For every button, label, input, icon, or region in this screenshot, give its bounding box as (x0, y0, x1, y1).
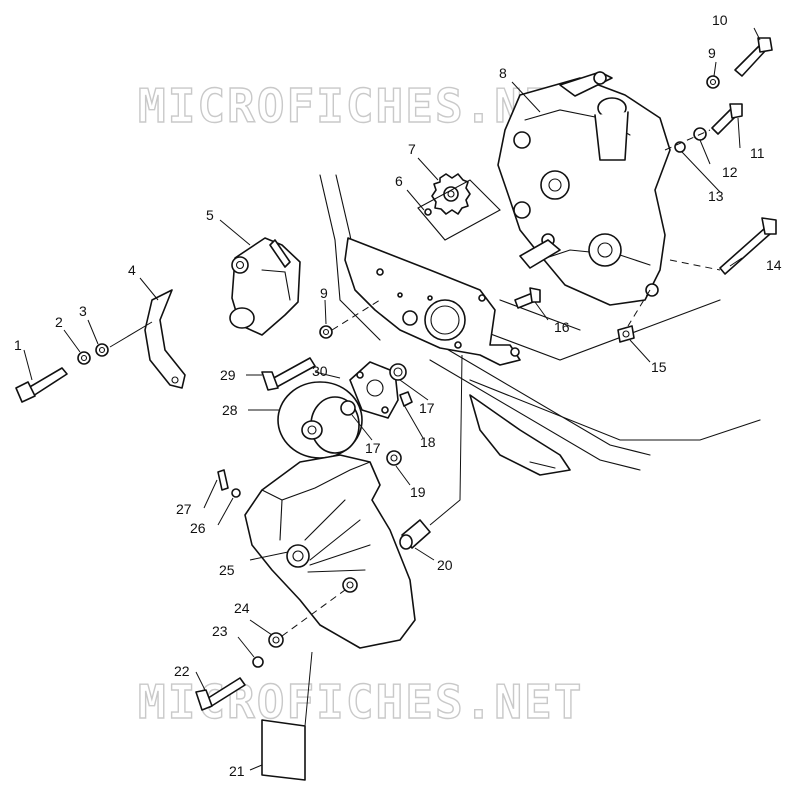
watermark-top: MICROFICHES.NET (138, 79, 583, 133)
bolt-22-assembly (195, 589, 346, 711)
callout-21: 21 (229, 763, 245, 779)
callout-18: 18 (420, 434, 436, 450)
callout-24: 24 (234, 600, 250, 616)
callout-7: 7 (408, 141, 416, 157)
callout-30: 30 (312, 363, 328, 379)
callout-22: 22 (174, 663, 190, 679)
callout-19: 19 (410, 484, 426, 500)
callout-1: 1 (14, 337, 22, 353)
tensioner-assembly (229, 237, 301, 336)
callout-9-lower: 9 (320, 285, 328, 301)
plate-30 (349, 361, 413, 419)
gear-case-housing (497, 71, 671, 306)
callout-labels: 1 2 3 4 5 6 7 8 9 9 10 11 12 13 14 15 16… (14, 12, 782, 779)
callout-16: 16 (554, 319, 570, 335)
bolt-16 (514, 287, 541, 309)
callout-14: 14 (766, 257, 782, 273)
small-fastener-26-27 (217, 469, 241, 498)
bracket-4 (144, 289, 186, 389)
callout-27: 27 (176, 501, 192, 517)
leader-lines (23, 27, 761, 771)
callout-13: 13 (708, 188, 724, 204)
callout-8: 8 (499, 65, 507, 81)
callout-28: 28 (222, 402, 238, 418)
mounting-plate (344, 237, 521, 366)
callout-15: 15 (651, 359, 667, 375)
leader-line (429, 354, 463, 526)
callout-12: 12 (722, 164, 738, 180)
callout-3: 3 (79, 303, 87, 319)
chain-guard (244, 454, 416, 649)
callout-10: 10 (712, 12, 728, 28)
callout-29: 29 (220, 367, 236, 383)
sprocket (417, 173, 501, 241)
bolt-29-assembly (261, 299, 381, 391)
callout-2: 2 (55, 314, 63, 330)
callout-17-right: 17 (419, 400, 435, 416)
callout-6: 6 (395, 173, 403, 189)
callout-5: 5 (206, 207, 214, 223)
pulley-28 (277, 381, 363, 459)
callout-17-left: 17 (365, 440, 381, 456)
callout-9-upper: 9 (708, 45, 716, 61)
callout-23: 23 (212, 623, 228, 639)
callout-26: 26 (190, 520, 206, 536)
nut-19 (386, 450, 402, 466)
spacer-20 (399, 519, 431, 550)
decal-21 (261, 651, 313, 781)
bolt-1-assembly (15, 321, 153, 403)
callout-25: 25 (219, 562, 235, 578)
upper-right-hardware (617, 37, 777, 343)
callout-11: 11 (750, 145, 765, 161)
callout-20: 20 (437, 557, 453, 573)
callout-4: 4 (128, 262, 136, 278)
